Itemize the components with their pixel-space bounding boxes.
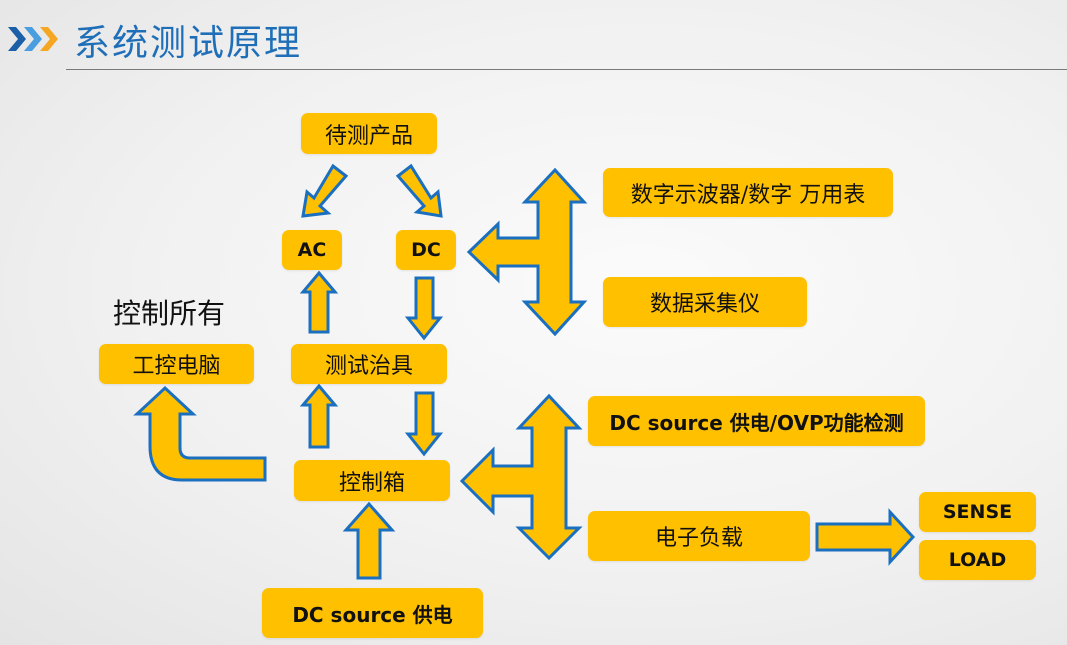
- arrow-dut-to-ac: [301, 163, 349, 218]
- node-ac: AC: [282, 230, 342, 270]
- arrow-fixture-to-ac: [299, 270, 339, 334]
- node-daq: 数据采集仪: [603, 277, 807, 327]
- node-control-box: 控制箱: [294, 460, 450, 501]
- node-dc-source-ovp: DC source 供电/OVP功能检测: [588, 396, 925, 446]
- node-ipc: 工控电脑: [99, 344, 254, 384]
- triple-chevron-icon: [8, 27, 58, 51]
- arrow-dcsource-to-box: [342, 501, 396, 580]
- node-eload: 电子负载: [588, 511, 810, 561]
- arrow-dut-to-dc: [395, 163, 443, 218]
- node-dc-source: DC source 供电: [262, 588, 483, 638]
- arrow-box-to-ipc: [133, 385, 267, 482]
- node-load: LOAD: [919, 540, 1036, 580]
- arrow-eload-to-sense-load: [815, 508, 916, 566]
- node-dut: 待测产品: [301, 113, 437, 154]
- node-sense: SENSE: [919, 492, 1036, 532]
- node-dc: DC: [396, 230, 456, 270]
- t-arrow-instruments-to-dc: [466, 167, 588, 337]
- title-bar: 系统测试原理: [0, 0, 1067, 72]
- t-arrow-sources-to-box: [459, 393, 583, 561]
- title-divider: [66, 69, 1067, 70]
- slide-title: 系统测试原理: [74, 23, 303, 64]
- arrow-dc-to-fixture: [404, 276, 444, 341]
- node-fixture: 测试治具: [291, 344, 447, 384]
- node-scope-multimeter: 数字示波器/数字 万用表: [603, 168, 893, 217]
- arrow-box-to-fixture: [299, 383, 339, 449]
- control-all-label: 控制所有: [113, 297, 226, 330]
- arrow-fixture-to-box: [404, 391, 444, 457]
